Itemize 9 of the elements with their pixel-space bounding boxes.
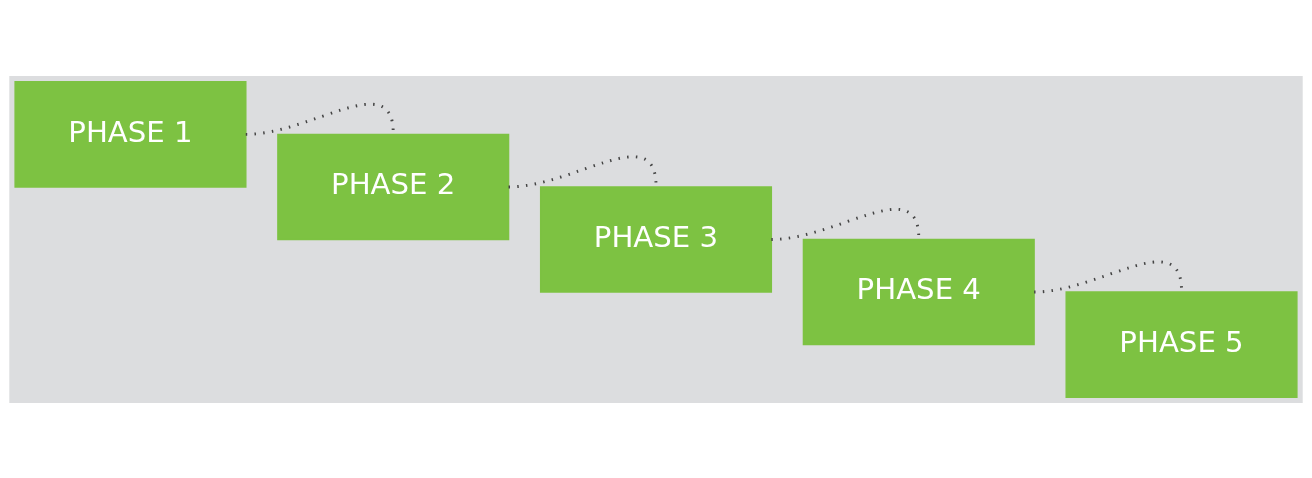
connector: [508, 154, 658, 188]
node-box: PHASE 2: [277, 133, 510, 240]
node-box: PHASE 1: [14, 80, 247, 188]
node-box: PHASE 3: [539, 185, 773, 293]
connector: [771, 207, 921, 241]
node-box: PHASE 5: [1065, 290, 1298, 398]
node-box: PHASE 4: [802, 238, 1035, 345]
connector: [245, 102, 395, 136]
connector: [1033, 260, 1183, 293]
